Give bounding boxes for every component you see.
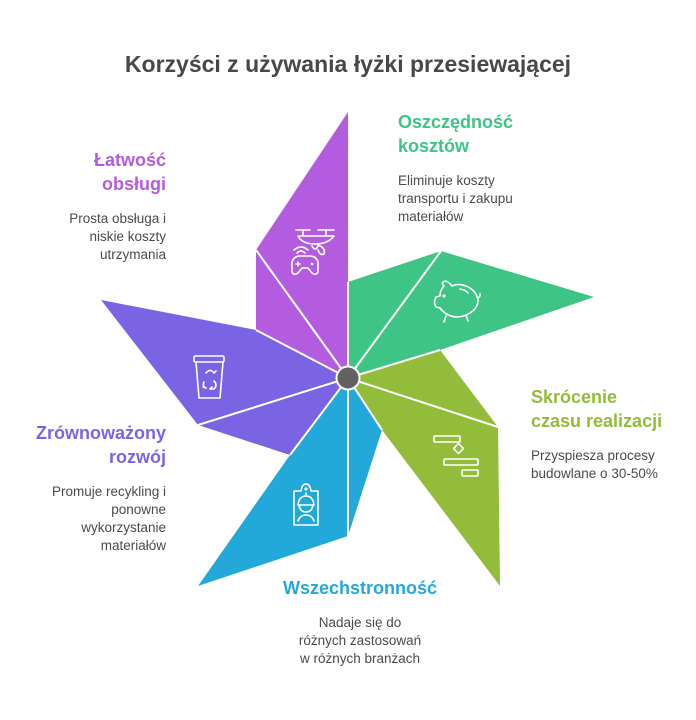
section-skrocenie-description: Przyspiesza procesy budowlane o 30-50% — [531, 447, 696, 483]
blade-divider — [347, 377, 499, 428]
blade-divider — [255, 249, 349, 379]
heading-line: kosztów — [398, 136, 470, 156]
section-skrocenie-heading: Skrócenie czasu realizacji — [531, 385, 696, 433]
blade-zrownowazony — [101, 300, 349, 455]
description-line: Prosta obsługa i — [69, 211, 166, 226]
blade-skrocenie — [347, 350, 500, 586]
section-wszechstronnosc-heading: Wszechstronność — [250, 576, 470, 600]
description-line: materiałów — [100, 538, 166, 553]
blade-divider — [347, 250, 442, 379]
description-line: wykorzystanie — [81, 520, 166, 535]
section-latwosc-description: Prosta obsługa i niskie koszty utrzymani… — [60, 210, 166, 264]
worker-badge-icon — [293, 483, 319, 526]
piggy-bank-icon — [433, 280, 482, 323]
blade-wszechstronnosc — [198, 378, 382, 586]
description-line: ponowne — [111, 502, 166, 517]
blade-latwosc-outer — [256, 112, 348, 378]
gantt-chart-icon — [433, 435, 479, 477]
section-wszechstronnosc: Wszechstronność Nadaje się do różnych za… — [250, 576, 470, 668]
heading-line: Oszczędność — [398, 112, 514, 132]
section-latwosc-heading: Łatwość obsługi — [60, 148, 166, 196]
section-oszczednosc-description: Eliminuje koszty transportu i zakupu mat… — [398, 172, 598, 226]
description-line: Nadaje się do — [318, 615, 402, 630]
description-line: budowlane o 30-50% — [531, 466, 658, 481]
description-line: niskie koszty — [89, 229, 166, 244]
section-oszczednosc: Oszczędność kosztów Eliminuje koszty tra… — [398, 110, 598, 226]
blade-wszechstronnosc-outer — [198, 378, 382, 586]
description-line: Promuje recykling i — [51, 484, 166, 499]
blade-separator — [289, 377, 349, 456]
section-zrownowazony: Zrównoważony rozwój Promuje recykling i … — [10, 421, 166, 555]
blade-separator — [255, 329, 349, 379]
heading-line: czasu realizacji — [531, 411, 663, 431]
blade-oszczednosc-outer — [348, 251, 594, 378]
heading-line: Wszechstronność — [282, 578, 438, 598]
section-latwosc: Łatwość obsługi Prosta obsługa i niskie … — [60, 148, 166, 264]
section-zrownowazony-description: Promuje recykling i ponowne wykorzystani… — [10, 483, 166, 555]
blade-zrownowazony-outer — [101, 300, 348, 455]
blade-skrocenie-outer — [348, 350, 500, 586]
section-skrocenie: Skrócenie czasu realizacji Przyspiesza p… — [531, 385, 696, 483]
drone-controller-icon — [291, 229, 335, 276]
heading-line: rozwój — [109, 447, 166, 467]
blade-oszczednosc — [347, 250, 594, 379]
heading-line: Łatwość — [93, 150, 166, 170]
blade-latwosc — [255, 112, 349, 379]
recycle-bin-icon — [193, 355, 225, 399]
blade-divider — [197, 377, 349, 426]
heading-line: obsługi — [102, 174, 166, 194]
description-line: Przyspiesza procesy — [531, 448, 655, 463]
center-hub — [335, 365, 361, 391]
description-line: materiałów — [398, 209, 464, 224]
section-zrownowazony-heading: Zrównoważony rozwój — [10, 421, 166, 469]
section-wszechstronnosc-description: Nadaje się do różnych zastosowań w różny… — [250, 614, 470, 668]
description-line: utrzymania — [99, 247, 166, 262]
heading-line: Skrócenie — [531, 387, 618, 407]
heading-line: Zrównoważony — [36, 423, 166, 443]
blade-separator — [347, 349, 441, 379]
section-oszczednosc-heading: Oszczędność kosztów — [398, 110, 598, 158]
description-line: w różnych branżach — [299, 651, 421, 666]
description-line: Eliminuje koszty — [398, 173, 495, 188]
diagram-title: Korzyści z używania łyżki przesiewającej — [124, 51, 572, 77]
description-line: różnych zastosowań — [298, 633, 422, 648]
description-line: transportu i zakupu — [398, 191, 513, 206]
